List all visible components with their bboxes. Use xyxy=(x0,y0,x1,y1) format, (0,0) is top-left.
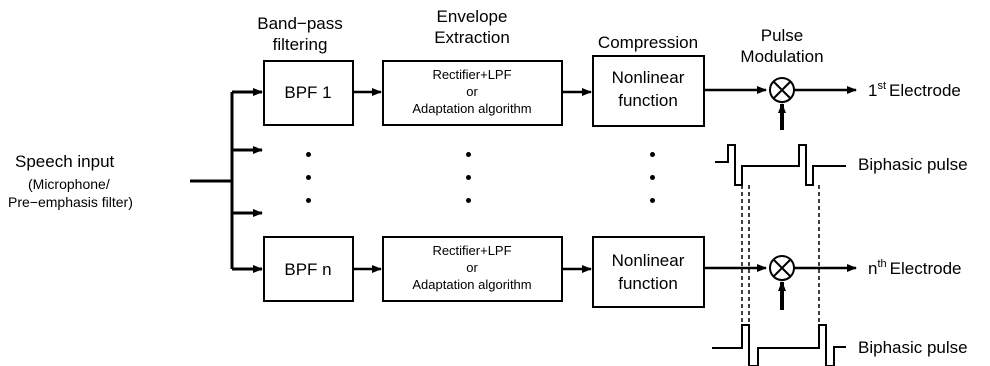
env1-line2: or xyxy=(466,84,478,99)
compn-line1: Nonlinear xyxy=(611,251,685,270)
compn-line2: function xyxy=(618,274,678,293)
envn-line2: or xyxy=(466,260,478,275)
bpf1-label: BPF 1 xyxy=(284,83,332,102)
biphasic-pulse-1-label: Biphasic pulse xyxy=(858,155,968,174)
header-envelope-line1: Envelope xyxy=(436,7,508,26)
compn-box xyxy=(592,236,705,308)
biphasic-pulse-n-waveform xyxy=(712,324,846,366)
header-bandpass-line2: filtering xyxy=(272,35,328,54)
bpfn-label: BPF n xyxy=(284,260,332,279)
env1-line1: Rectifier+LPF xyxy=(432,67,512,82)
envn-line1: Rectifier+LPF xyxy=(432,243,512,258)
envn-line3: Adaptation algorithm xyxy=(412,277,532,292)
biphasic-pulse-n-label: Biphasic pulse xyxy=(858,338,968,357)
speech-input-label: Speech input xyxy=(15,152,115,171)
header-envelope-line2: Extraction xyxy=(434,28,510,47)
biphasic-pulse-1-waveform xyxy=(715,144,846,186)
header-pulse-line2: Modulation xyxy=(740,47,824,66)
comp1-line2: function xyxy=(618,91,678,110)
speech-input-source-1: (Microphone/ xyxy=(28,176,110,192)
comp1-line1: Nonlinear xyxy=(611,68,685,87)
header-compression: Compression xyxy=(597,33,699,52)
header-bandpass-line1: Band−pass xyxy=(257,14,343,33)
env1-line3: Adaptation algorithm xyxy=(412,101,532,116)
speech-input-source-2: Pre−emphasis filter) xyxy=(8,194,133,210)
header-pulse-line1: Pulse xyxy=(760,26,804,45)
